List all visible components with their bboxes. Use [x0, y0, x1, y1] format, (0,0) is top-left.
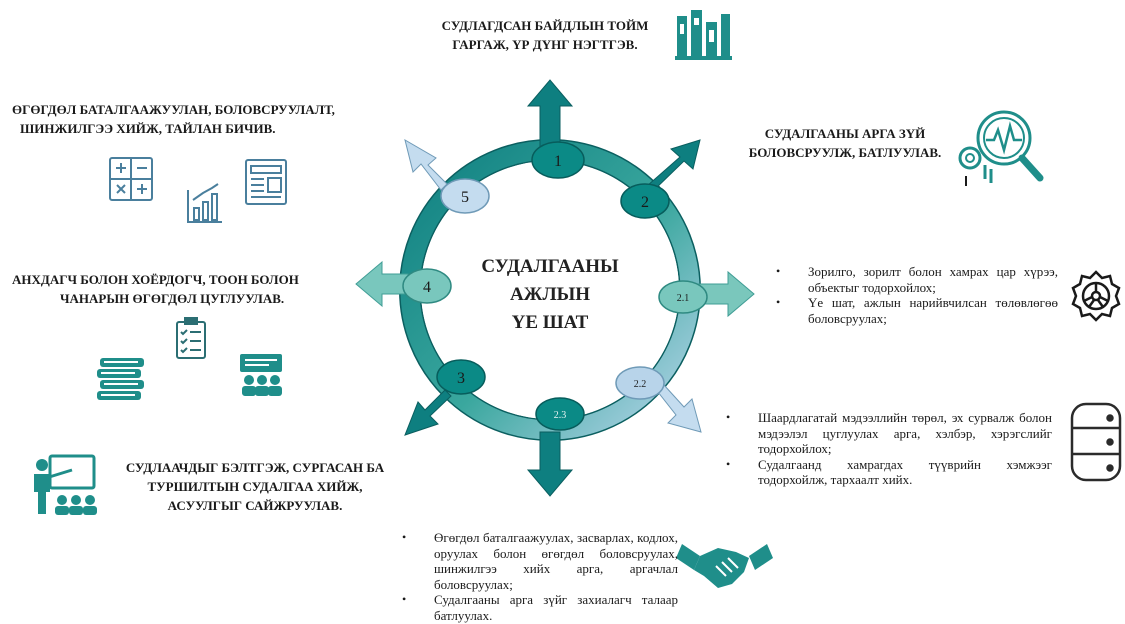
arrow-step5 — [404, 138, 448, 191]
caption-step1: СУДЛАГДСАН БАЙДЛЫН ТОЙМ ГАРГАЖ, ҮР ДҮНГ … — [418, 16, 672, 54]
node-label-2: 2 — [641, 194, 649, 211]
handshake-icon — [676, 544, 773, 588]
caption-step2-line-1: СУДАЛГААНЫ АРГА ЗҮЙ — [764, 126, 926, 141]
bullet-2-1-item: Зорилго, зорилт болон хамрах цар хүрээ, … — [770, 264, 1058, 295]
teacher-icon — [34, 454, 97, 515]
group-meeting-icon — [240, 354, 282, 396]
books-icon — [675, 10, 732, 60]
bar-chart-icon — [187, 183, 222, 223]
caption-step5-line-1: ӨГӨГДӨЛ БАТАЛГААЖУУЛАН, БОЛОВСРУУЛАЛТ, — [12, 102, 335, 117]
calculator-icon — [109, 157, 153, 201]
bullet-2-2-item: Судалгаанд хамрагдах түүврийн хэмжээг то… — [720, 457, 1052, 488]
checklist-icon — [176, 317, 206, 359]
arrow-step2-3 — [526, 431, 574, 497]
caption-step4-line-1: АНХДАГЧ БОЛОН ХОЁРДОГЧ, ТООН БОЛОН — [12, 272, 299, 287]
caption-step5: ӨГӨГДӨЛ БАТАЛГААЖУУЛАН, БОЛОВСРУУЛАЛТ, Ш… — [12, 100, 392, 138]
caption-step2-line-2: БОЛОВСРУУЛЖ, БАТЛУУЛАВ. — [748, 145, 942, 160]
arrow-step2-2 — [657, 384, 702, 433]
arrow-step4 — [355, 260, 409, 308]
caption-step3-line-1: СУДЛААЧДЫГ БЭЛТГЭЖ, СУРГАСАН БА — [125, 460, 385, 475]
stage-nodes — [402, 141, 708, 431]
node-label-5: 5 — [461, 189, 469, 206]
bullet-2-1-item: Үе шат, ажлын нарийвчилсан төлөвлөгөө бо… — [770, 295, 1058, 326]
direction-arrows — [355, 79, 755, 497]
center-title: СУДАЛГААНЫ АЖЛЫН ҮЕ ШАТ — [470, 253, 630, 337]
caption-step5-line-2: ШИНЖИЛГЭЭ ХИЙЖ, ТАЙЛАН БИЧИВ. — [20, 121, 276, 136]
caption-step4-line-2: ЧАНАРЫН ӨГӨГДӨЛ ЦУГЛУУЛАВ. — [60, 291, 285, 306]
books-stack-icon — [97, 358, 144, 400]
node-label-2-2: 2.2 — [634, 379, 647, 390]
caption-step1-line-1: СУДЛАГДСАН БАЙДЛЫН ТОЙМ — [441, 18, 649, 33]
node-step4 — [402, 268, 452, 304]
bullets-step2-2: Шаардлагатай мэдээллийн төрөл, эх сурвал… — [720, 410, 1052, 488]
center-title-line-1: СУДАЛГААНЫ — [481, 256, 619, 277]
node-label-2-1: 2.1 — [677, 293, 690, 304]
arrow-step1 — [526, 79, 574, 149]
caption-step4: АНХДАГЧ БОЛОН ХОЁРДОГЧ, ТООН БОЛОН ЧАНАР… — [12, 270, 372, 308]
node-label-2-3: 2.3 — [554, 410, 567, 421]
center-title-line-3: ҮЕ ШАТ — [511, 312, 589, 333]
bullets-step2-3: Өгөгдөл баталгаажуулах, засварлах, кодло… — [396, 530, 678, 623]
database-icon — [1070, 402, 1122, 482]
caption-step3: СУДЛААЧДЫГ БЭЛТГЭЖ, СУРГАСАН БА ТУРШИЛТЫ… — [100, 458, 410, 515]
node-step1 — [531, 141, 585, 179]
node-label-3: 3 — [457, 370, 465, 387]
document-icon — [245, 159, 287, 205]
bullet-2-2-item: Шаардлагатай мэдээллийн төрөл, эх сурвал… — [720, 410, 1052, 457]
node-step3 — [436, 359, 486, 395]
node-step2 — [620, 183, 670, 219]
arrow-step2 — [646, 139, 701, 193]
node-step5 — [440, 178, 490, 214]
node-label-1: 1 — [554, 153, 562, 170]
node-step2-3 — [535, 397, 585, 431]
bullet-2-3-item: Өгөгдөл баталгаажуулах, засварлах, кодло… — [396, 530, 678, 592]
caption-step1-line-2: ГАРГАЖ, ҮР ДҮНГ НЭГТГЭВ. — [452, 37, 638, 52]
arrow-step3 — [404, 389, 452, 436]
node-step2-2 — [615, 366, 665, 400]
gear-icon — [1071, 270, 1121, 322]
bullets-step2-1: Зорилго, зорилт болон хамрах цар хүрээ, … — [770, 264, 1058, 326]
analytics-search-icon — [958, 110, 1044, 186]
bullet-2-3-item: Судалгааны арга зүйг захиалагч талаар ба… — [396, 592, 678, 623]
node-label-4: 4 — [423, 279, 431, 296]
center-title-line-2: АЖЛЫН — [509, 284, 591, 305]
caption-step3-line-2: ТУРШИЛТЫН СУДАЛГАА ХИЙЖ, — [147, 479, 363, 494]
node-step2-1 — [658, 280, 708, 314]
caption-step2: СУДАЛГААНЫ АРГА ЗҮЙ БОЛОВСРУУЛЖ, БАТЛУУЛ… — [725, 124, 965, 162]
caption-step3-line-3: АСУУЛГЫГ САЙЖРУУЛАВ. — [167, 498, 343, 513]
